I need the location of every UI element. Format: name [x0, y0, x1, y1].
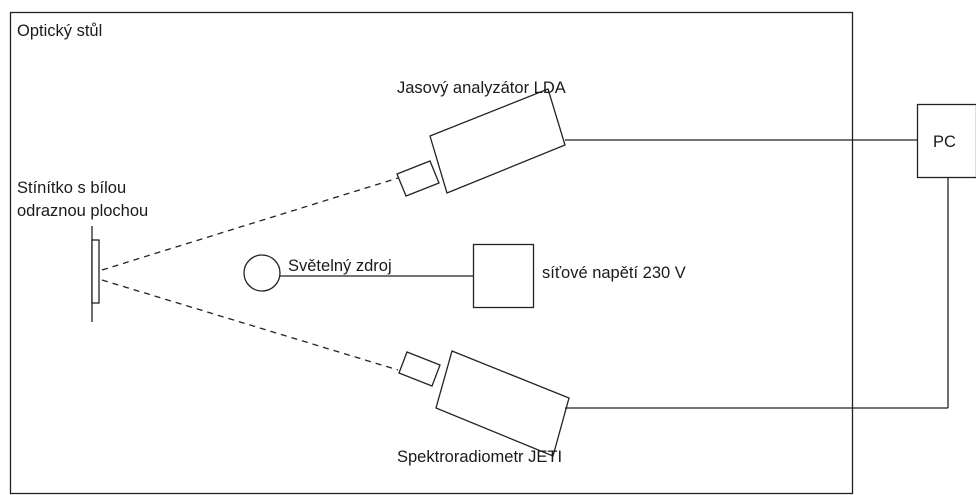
optical-table-label: Optický stůl: [17, 22, 102, 40]
jeti-lens: [398, 351, 441, 387]
pc-label: PC: [933, 133, 956, 151]
lda-label: Jasový analyzátor LDA: [397, 79, 566, 97]
light-source-circle: [243, 254, 281, 292]
power-supply-box: [472, 243, 535, 309]
jeti-camera: [398, 350, 570, 457]
reflective-screen: [91, 239, 100, 304]
jeti-body: [435, 350, 570, 457]
beam-to-jeti: [101, 279, 399, 371]
screen-label-line1: Stínítko s bílou: [17, 179, 126, 197]
pc-box: [916, 103, 976, 179]
optical-table-frame: [9, 11, 854, 495]
screen-label-line2: odraznou plochou: [17, 202, 148, 220]
jeti-label: Spektroradiometr JETI: [397, 448, 562, 466]
light-source-label: Světelný zdroj: [288, 257, 392, 275]
beam-to-lda: [101, 177, 399, 271]
mains-voltage-label: síťové napětí 230 V: [542, 264, 686, 282]
lda-lens: [396, 160, 440, 197]
lda-body: [429, 88, 566, 194]
lda-camera: [396, 88, 566, 197]
